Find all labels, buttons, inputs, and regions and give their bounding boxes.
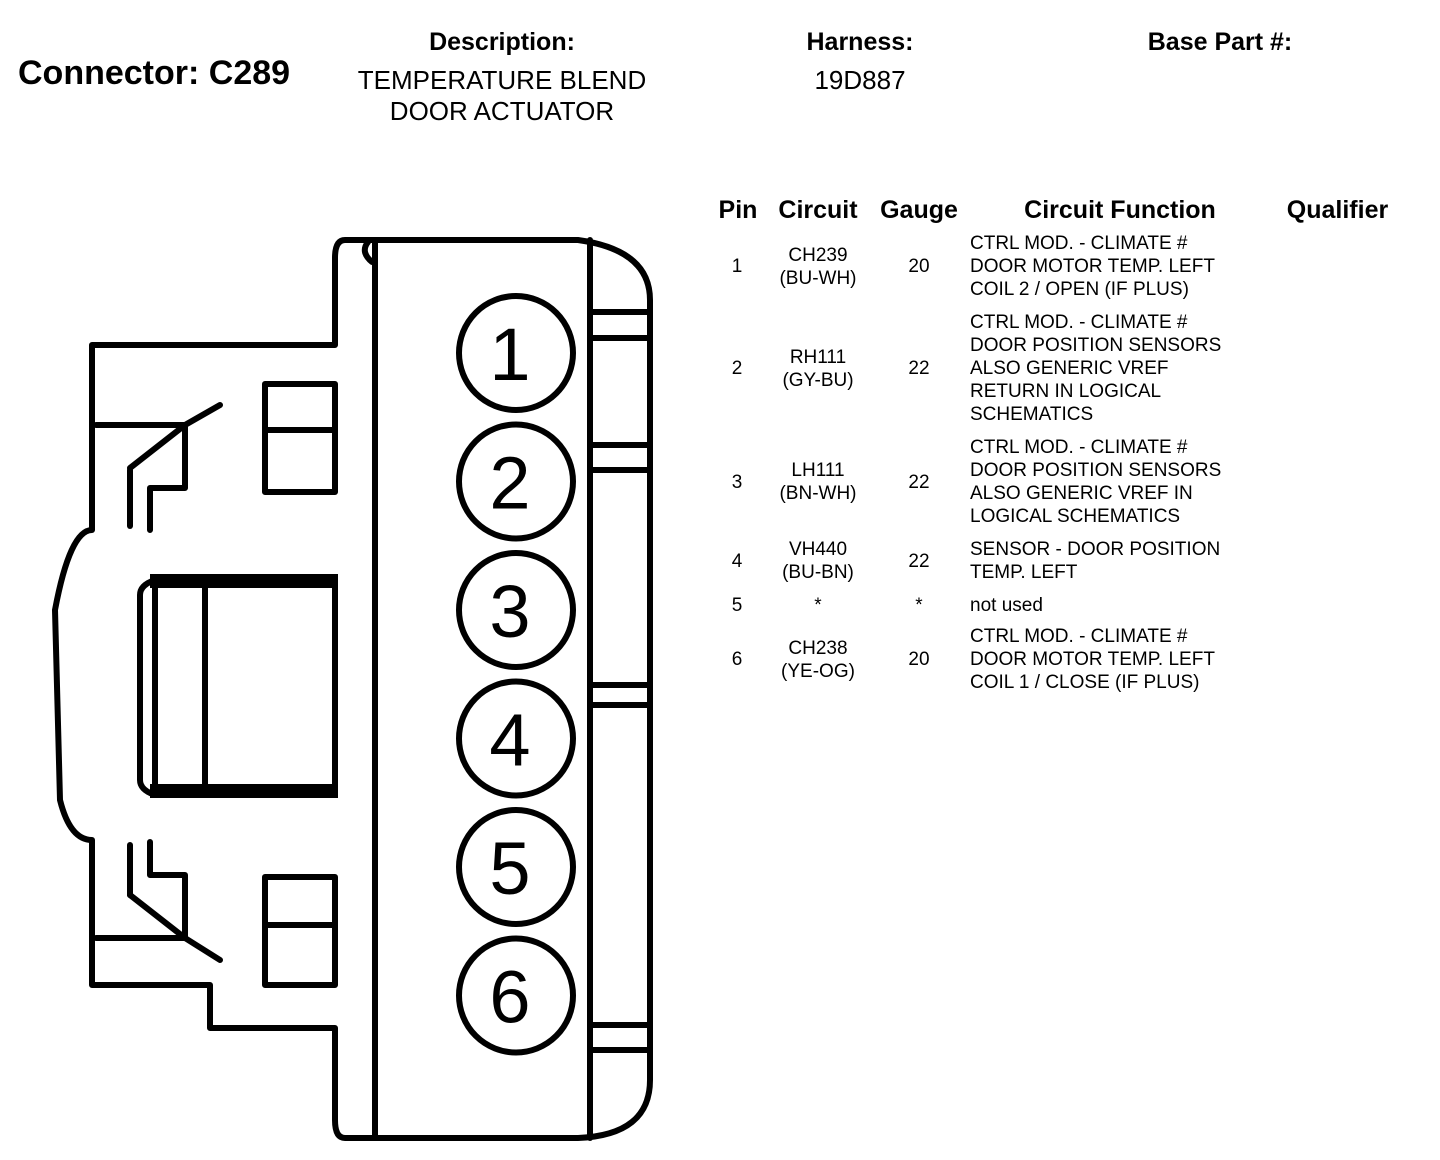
col-header-gauge: Gauge bbox=[880, 196, 958, 224]
function-line: ALSO GENERIC VREF IN bbox=[970, 483, 1193, 504]
circuit-line: (YE-OG) bbox=[781, 660, 855, 682]
function-line: DOOR POSITION SENSORS bbox=[970, 460, 1222, 481]
pin-cavity-1 bbox=[456, 293, 576, 413]
harness-label: Harness: bbox=[806, 28, 914, 56]
function-line: DOOR MOTOR TEMP. LEFT bbox=[970, 256, 1215, 277]
circuit-function: not used bbox=[970, 594, 1270, 617]
circuit-id: CH239(BU-WH) bbox=[768, 244, 868, 290]
function-line: DOOR POSITION SENSORS bbox=[970, 335, 1222, 356]
pin-label: 5 bbox=[489, 827, 530, 910]
function-line: SCHEMATICS bbox=[970, 404, 1094, 425]
circuit-line: (GY-BU) bbox=[782, 369, 854, 391]
pin-number: 2 bbox=[731, 358, 743, 379]
wire-gauge: * bbox=[915, 595, 923, 616]
description-line: DOOR ACTUATOR bbox=[389, 96, 615, 126]
col-header-function: Circuit Function bbox=[1024, 196, 1216, 224]
pin-number: 5 bbox=[731, 595, 743, 616]
function-line: ALSO GENERIC VREF bbox=[970, 358, 1169, 379]
col-header-circuit: Circuit bbox=[778, 196, 858, 224]
lock-window-bottom bbox=[262, 874, 338, 988]
pin-label: 4 bbox=[489, 699, 530, 782]
pin-cavity-4 bbox=[456, 678, 576, 799]
col-header-pin: Pin bbox=[718, 196, 758, 224]
circuit-line: (BN-WH) bbox=[779, 483, 857, 504]
pin-label: 1 bbox=[489, 313, 530, 396]
function-line: DOOR MOTOR TEMP. LEFT bbox=[970, 649, 1215, 670]
circuit-line: (BU-BN) bbox=[782, 562, 854, 583]
pin-label: 2 bbox=[489, 442, 530, 525]
function-line: COIL 1 / CLOSE (IF PLUS) bbox=[970, 672, 1200, 693]
pin-number: 1 bbox=[731, 256, 743, 277]
function-line: not used bbox=[970, 595, 1043, 616]
circuit-line: CH238 bbox=[788, 637, 848, 659]
description-label: Description: bbox=[429, 28, 575, 56]
function-line: CTRL MOD. - CLIMATE # bbox=[970, 626, 1188, 647]
circuit-function: CTRL MOD. - CLIMATE #DOOR MOTOR TEMP. LE… bbox=[970, 625, 1270, 694]
connector-housing bbox=[52, 237, 653, 1141]
function-line: RETURN IN LOGICAL bbox=[970, 381, 1162, 402]
function-line: CTRL MOD. - CLIMATE # bbox=[970, 233, 1188, 254]
pin-number: 3 bbox=[731, 471, 743, 493]
wire-gauge: 22 bbox=[908, 358, 930, 379]
circuit-id: * bbox=[768, 594, 868, 617]
description-line: TEMPERATURE BLEND bbox=[357, 65, 647, 95]
circuit-id: VH440(BU-BN) bbox=[768, 538, 868, 584]
base-part-label: Base Part #: bbox=[1147, 28, 1293, 56]
pin-label: 3 bbox=[489, 570, 530, 653]
wire-gauge: 22 bbox=[908, 550, 930, 572]
connector-title: Connector: C289 bbox=[18, 54, 291, 92]
pin-cavity-6 bbox=[456, 935, 576, 1056]
function-line: TEMP. LEFT bbox=[970, 562, 1078, 583]
circuit-function: CTRL MOD. - CLIMATE #DOOR MOTOR TEMP. LE… bbox=[970, 232, 1270, 301]
function-line: CTRL MOD. - CLIMATE # bbox=[970, 437, 1188, 458]
wire-gauge: 20 bbox=[908, 649, 930, 670]
circuit-line: LH111 bbox=[791, 460, 845, 481]
pin-cavity-5 bbox=[456, 807, 576, 927]
description-value: TEMPERATURE BLEND DOOR ACTUATOR bbox=[322, 65, 682, 127]
circuit-line: CH239 bbox=[788, 244, 848, 266]
harness-value: 19D887 bbox=[814, 65, 906, 95]
keyway bbox=[152, 577, 338, 798]
latch-bottom bbox=[93, 839, 188, 941]
latch-top bbox=[93, 422, 188, 533]
col-header-qualifier: Qualifier bbox=[1286, 196, 1389, 224]
circuit-line: VH440 bbox=[788, 539, 848, 560]
pin-number: 4 bbox=[731, 550, 743, 572]
circuit-function: CTRL MOD. - CLIMATE #DOOR POSITION SENSO… bbox=[970, 436, 1270, 528]
function-line: SENSOR - DOOR POSITION bbox=[970, 539, 1221, 560]
wire-gauge: 22 bbox=[908, 471, 930, 493]
circuit-id: RH111(GY-BU) bbox=[768, 346, 868, 392]
circuit-line: * bbox=[814, 595, 822, 616]
circuit-function: CTRL MOD. - CLIMATE #DOOR POSITION SENSO… bbox=[970, 311, 1270, 426]
function-line: COIL 2 / OPEN (IF PLUS) bbox=[970, 279, 1189, 300]
wire-gauge: 20 bbox=[908, 256, 930, 277]
pin-number: 6 bbox=[731, 649, 743, 670]
circuit-line: RH111 bbox=[789, 346, 847, 368]
lock-window-top bbox=[262, 381, 338, 495]
pin-cavity-3 bbox=[456, 550, 576, 670]
circuit-id: CH238(YE-OG) bbox=[768, 637, 868, 683]
circuit-line: (BU-WH) bbox=[779, 267, 857, 289]
circuit-id: LH111(BN-WH) bbox=[768, 459, 868, 505]
function-line: CTRL MOD. - CLIMATE # bbox=[970, 312, 1188, 333]
pin-cavity-2 bbox=[456, 421, 576, 542]
pin-label: 6 bbox=[489, 956, 530, 1039]
function-line: LOGICAL SCHEMATICS bbox=[970, 506, 1181, 527]
